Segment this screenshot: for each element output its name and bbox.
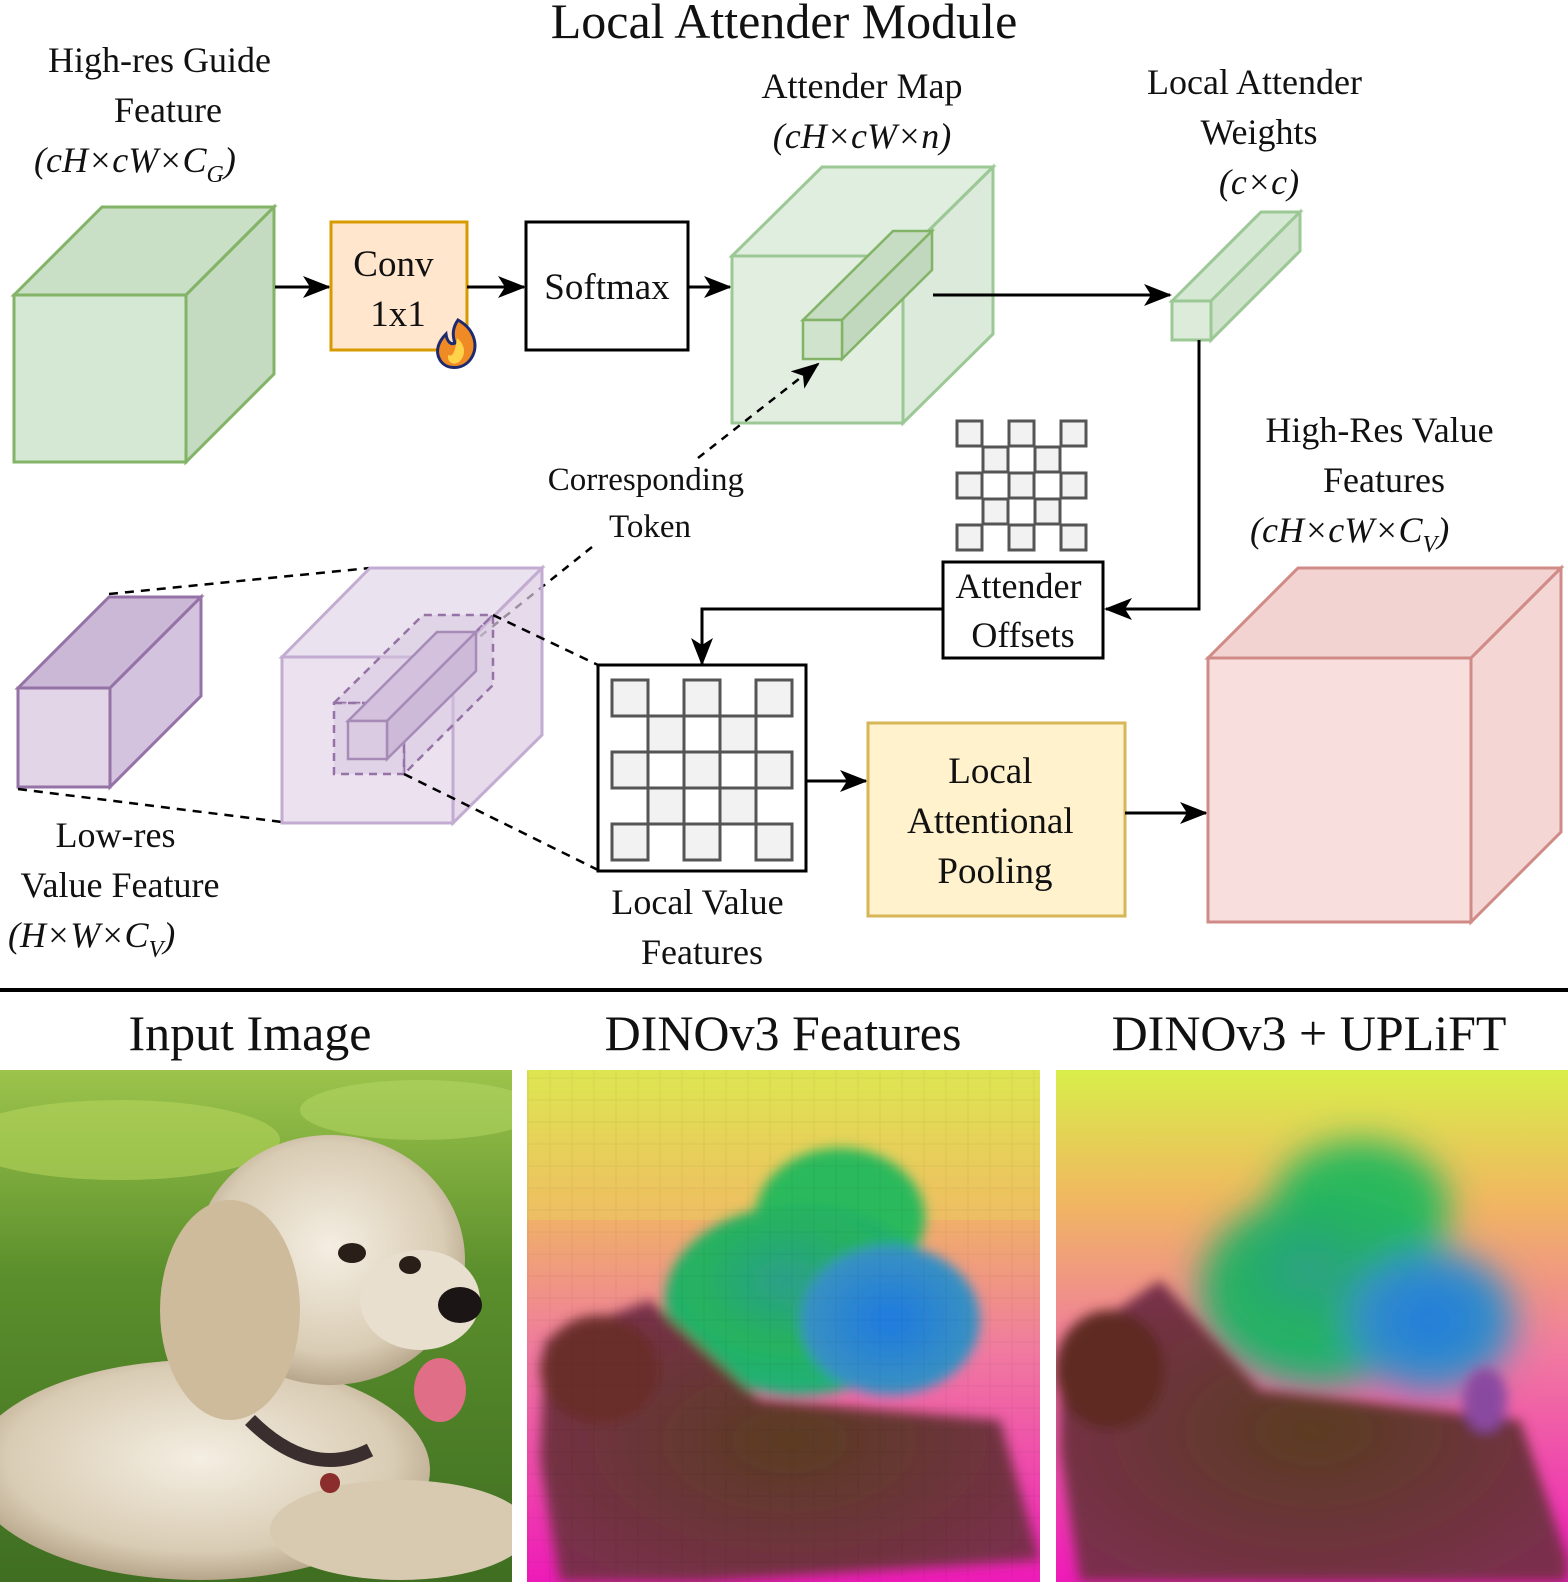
attender-map-dims: (cH×cW×n): [773, 116, 952, 156]
conv-box: [329, 220, 469, 352]
diagram-title: Local Attender Module: [551, 0, 1018, 49]
arrow-token-to-attender-map: [697, 362, 820, 459]
attender-offsets-label: Attender Offsets: [956, 566, 1091, 655]
low-res-value-label: Low-res Value Feature: [21, 815, 220, 905]
zoom-line-bottom: [17, 787, 283, 824]
softmax-box: [524, 220, 690, 352]
panel-title-dinov3-uplift: DINOv3 + UPLiFT: [1112, 1005, 1507, 1061]
local-value-grid: [610, 678, 794, 862]
input-image: [0, 1070, 512, 1582]
local-attender-weights-dims: (c×c): [1219, 162, 1299, 202]
softmax-label: Softmax: [544, 267, 670, 308]
dinov3-features-image: [527, 1070, 1040, 1582]
local-value-label: Local Value Features: [611, 882, 792, 972]
high-res-value-label: High-Res Value Features: [1265, 410, 1502, 500]
low-res-value-cube: [14, 593, 205, 791]
fire-icon: [436, 318, 477, 369]
window-zoom-line-top: [492, 613, 599, 667]
local-attender-weights-label: Local Attender Weights: [1147, 62, 1371, 152]
offsets-grid-icon: [955, 419, 1088, 552]
panel-title-input-image: Input Image: [129, 1005, 372, 1061]
guide-feature-label: High-res Guide Feature: [48, 40, 280, 130]
conv-label: Conv 1x1: [353, 244, 442, 335]
window-zoom-line-bottom: [403, 772, 599, 872]
dinov3-uplift-image: [1056, 1070, 1568, 1582]
panel-title-dinov3-features: DINOv3 Features: [605, 1005, 962, 1061]
guide-feature-cube: [10, 203, 278, 466]
low-res-value-dims: (H×W×CV): [8, 915, 175, 963]
attender-map-label: Attender Map: [762, 66, 963, 106]
pooling-box: [866, 721, 1127, 918]
zoom-line-top: [108, 566, 371, 596]
guide-feature-dims: (cH×cW×CG): [34, 140, 236, 188]
attender-offsets-box: [941, 560, 1105, 660]
local-attender-weights-column: [1168, 208, 1304, 344]
value-feature-window-cube: [278, 564, 546, 827]
high-res-value-cube: [1204, 564, 1565, 926]
arrow-offsets-to-local-value: [691, 607, 943, 666]
pooling-label: Local Attentional Pooling: [907, 751, 1083, 892]
corresponding-token-label: Corresponding Token: [548, 462, 752, 545]
arrow-weights-to-offsets: [1104, 340, 1201, 620]
high-res-value-dims: (cH×cW×CV): [1250, 510, 1449, 558]
